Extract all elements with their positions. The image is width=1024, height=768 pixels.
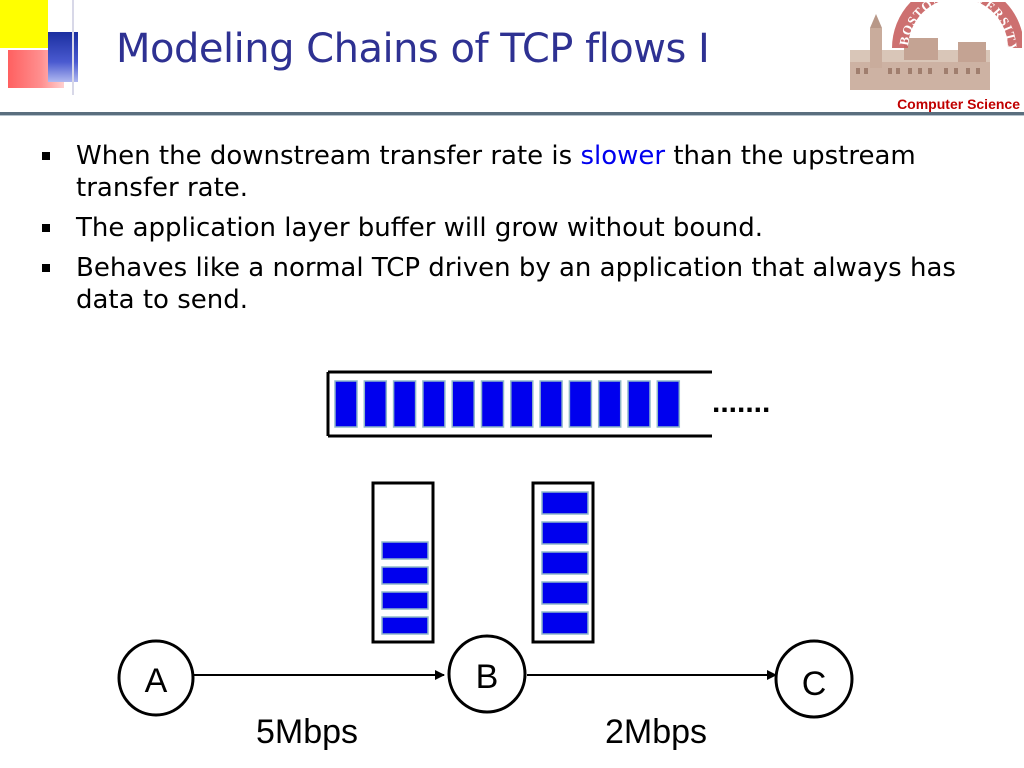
queue-at-b: [371, 481, 435, 644]
queue-at-c: [531, 481, 595, 644]
tcp-chain-diagram: ....... A B C 5Mbps: [117, 370, 854, 751]
boston-university-logo: BOSTON UNIVERSITY: [850, 2, 1022, 90]
bullet-item: When the downstream transfer rate is slo…: [40, 140, 1000, 204]
bullet-text: When the downstream transfer rate is: [76, 141, 581, 171]
title-divider-light: [0, 115, 1024, 116]
highlight-word: slower: [580, 141, 666, 171]
bullet-text: The application layer buffer will grow w…: [76, 213, 764, 243]
queue-packet: [381, 591, 429, 610]
buffer-packet: [539, 380, 563, 428]
queue-packet: [381, 566, 429, 585]
buffer-packet: [510, 380, 534, 428]
node-a: A: [117, 639, 195, 717]
buffer-packet: [480, 380, 505, 428]
queue-packet: [541, 521, 589, 545]
link-b-c-rate: 2Mbps: [605, 713, 707, 751]
buffer-packet: [627, 380, 651, 428]
bullet-item: The application layer buffer will grow w…: [40, 212, 1000, 244]
node-b: B: [447, 634, 527, 714]
queue-packet: [541, 551, 589, 575]
queue-frame: [371, 481, 435, 644]
buffer-packet: [363, 380, 388, 428]
node-c-label: C: [802, 665, 827, 703]
queue-packet: [541, 491, 589, 515]
buffer-packet: [422, 380, 446, 428]
title-divider: [0, 112, 1024, 115]
corner-decoration-yellow: [0, 0, 48, 48]
bullet-text: than the upstream transfer rate.: [76, 141, 916, 203]
buffer-continuation-dots: .......: [712, 386, 770, 419]
buffer-packet: [656, 380, 681, 428]
slide-title: Modeling Chains of TCP flows I: [116, 26, 710, 72]
buffer-packet: [334, 380, 358, 428]
queue-packet: [541, 581, 589, 605]
node-c: C: [774, 639, 854, 719]
queue-packet: [381, 616, 429, 635]
link-a-b-rate: 5Mbps: [256, 713, 358, 751]
buffer-packet: [451, 380, 475, 428]
application-buffer: [326, 370, 712, 438]
buffer-packet: [597, 380, 622, 428]
department-label: Computer Science: [897, 96, 1020, 112]
bullet-item: Behaves like a normal TCP driven by an a…: [40, 252, 1000, 316]
corner-decoration-line: [72, 0, 74, 95]
node-a-label: A: [145, 662, 168, 700]
node-b-label: B: [476, 658, 499, 696]
queue-packet: [541, 611, 589, 635]
bullet-text: Behaves like a normal TCP driven by an a…: [76, 253, 956, 315]
bullet-list: When the downstream transfer rate is slo…: [40, 140, 1000, 324]
buffer-packet: [392, 380, 417, 428]
buffer-packet: [568, 380, 593, 428]
queue-packet: [381, 541, 429, 560]
